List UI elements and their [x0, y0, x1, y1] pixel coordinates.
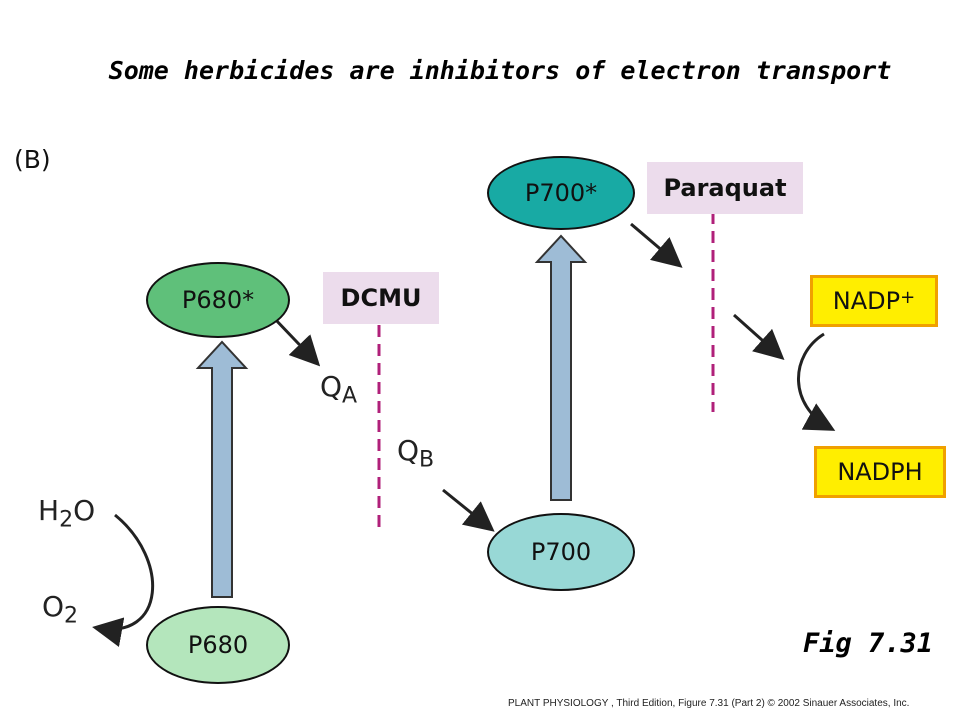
- nadph-box: NADPH: [814, 446, 946, 498]
- figure-label: Fig 7.31: [803, 628, 934, 659]
- h2o-label: H2O: [38, 494, 96, 533]
- qb-to-p700-arrow: [442, 488, 495, 532]
- nadp-plus-sign: +: [900, 286, 916, 308]
- water-oxidation-arrow: [92, 513, 155, 647]
- to-nadp-arrow: [733, 313, 785, 360]
- panel-label: (B): [14, 145, 51, 174]
- nadp-plus-box: NADP+: [810, 275, 938, 327]
- p700star-to-paraquat-arrow: [630, 222, 683, 268]
- slide-title: Some herbicides are inhibitors of electr…: [108, 56, 892, 85]
- p700-star-node: P700*: [487, 156, 635, 230]
- p680-node: P680: [146, 606, 290, 684]
- excitation-arrow-psi: [534, 234, 588, 501]
- paraquat-label: Paraquat: [647, 162, 803, 214]
- qa-label: QA: [320, 370, 358, 409]
- nadp-reduction-arrow: [797, 332, 836, 431]
- p700-node: P700: [487, 513, 635, 591]
- excitation-arrow-psii: [195, 340, 249, 598]
- nadp-text: NADP: [832, 287, 901, 315]
- qb-label: QB: [397, 434, 435, 473]
- credit-line: PLANT PHYSIOLOGY , Third Edition, Figure…: [508, 698, 910, 709]
- p680star-to-qa-arrow: [272, 316, 321, 367]
- p680-star-node: P680*: [146, 262, 290, 338]
- o2-label: O2: [42, 590, 79, 629]
- dcmu-label: DCMU: [323, 272, 439, 324]
